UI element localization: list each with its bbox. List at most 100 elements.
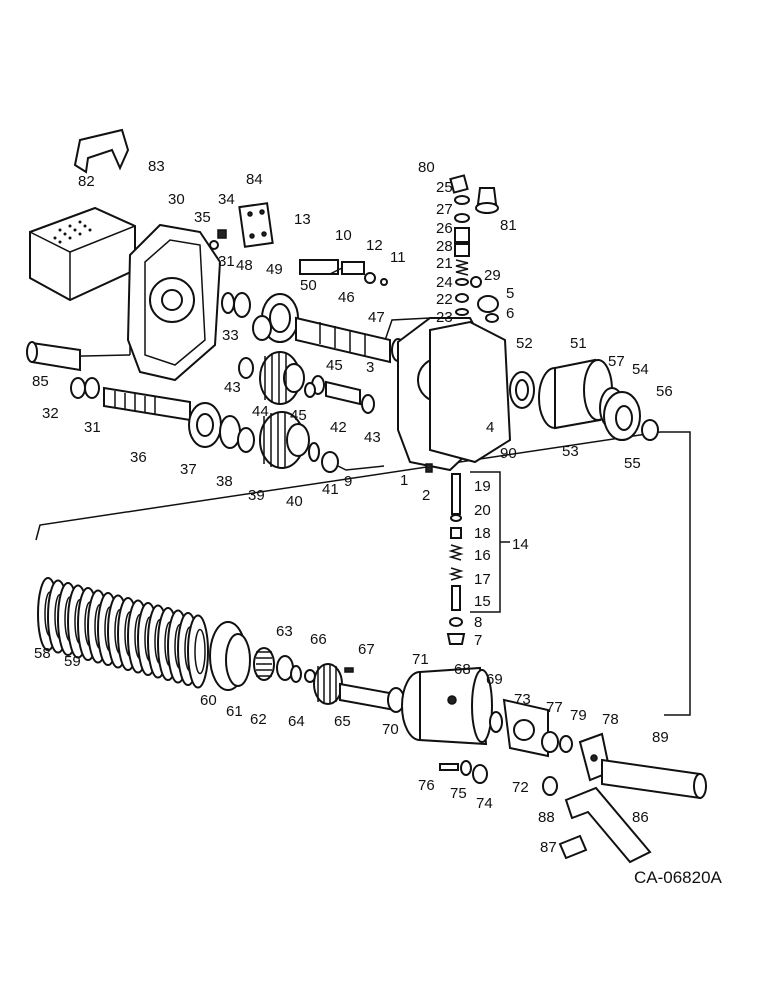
- nut-74: [472, 764, 488, 784]
- callout-75: 75: [450, 785, 467, 802]
- callout-55: 55: [624, 455, 641, 472]
- snap-ring-38: [219, 415, 241, 449]
- bearing-77: [541, 731, 559, 753]
- tube-86: [564, 786, 652, 864]
- callout-5: 5: [506, 285, 514, 302]
- clutch-disc-bore: [194, 628, 206, 675]
- callout-71: 71: [412, 651, 429, 668]
- callout-59: 59: [64, 653, 81, 670]
- callout-36: 36: [130, 449, 147, 466]
- callout-40: 40: [286, 493, 303, 510]
- callout-31-lower: 31: [84, 419, 101, 436]
- gasket-90: [429, 320, 512, 464]
- callout-39: 39: [248, 487, 265, 504]
- callout-53: 53: [562, 443, 579, 460]
- snap-ring-41: [308, 442, 320, 462]
- callout-86: 86: [632, 809, 649, 826]
- callout-44: 44: [252, 403, 269, 420]
- callout-57: 57: [608, 353, 625, 370]
- callout-37: 37: [180, 461, 197, 478]
- callout-13: 13: [294, 211, 311, 228]
- callout-20: 20: [474, 502, 491, 519]
- gear-40: [259, 411, 310, 469]
- shaft-42: [325, 380, 361, 406]
- callout-60: 60: [200, 692, 217, 709]
- callout-73: 73: [514, 691, 531, 708]
- spring-plate-61: [225, 633, 251, 687]
- callout-29: 29: [484, 267, 501, 284]
- callout-35: 35: [194, 209, 211, 226]
- sleeve-85: [26, 341, 81, 372]
- washer-32: [70, 377, 86, 399]
- callout-21: 21: [436, 255, 453, 272]
- callout-24: 24: [436, 274, 453, 291]
- plug-2: [425, 463, 433, 473]
- spring-13: [299, 258, 339, 275]
- clamp-87: [558, 834, 588, 860]
- callout-68: 68: [454, 661, 471, 678]
- callout-42: 42: [330, 419, 347, 436]
- spacer-43-right: [361, 394, 375, 414]
- snap-ring-56: [641, 419, 659, 441]
- callout-49: 49: [266, 261, 283, 278]
- callout-8: 8: [474, 614, 482, 631]
- spacer-43-left: [238, 357, 254, 379]
- washer-88: [542, 776, 558, 796]
- callout-30: 30: [168, 191, 185, 208]
- spring-62: [253, 647, 275, 681]
- perforated-shield-82: [29, 206, 136, 302]
- callout-28: 28: [436, 238, 453, 255]
- pto-shaft-89: [601, 758, 707, 800]
- callout-47: 47: [368, 309, 385, 326]
- fitting-81: [475, 187, 499, 214]
- ring-31-lower: [84, 377, 100, 399]
- clutch-pack-58-59: [37, 577, 209, 689]
- callout-38: 38: [216, 473, 233, 490]
- callout-56: 56: [656, 383, 673, 400]
- spacer-39: [237, 427, 255, 453]
- hub-shaft-65: [313, 663, 396, 712]
- drum-51: [538, 358, 613, 430]
- callout-46: 46: [338, 289, 355, 306]
- callout-82: 82: [78, 173, 95, 190]
- gear-44: [259, 351, 305, 405]
- callout-76: 76: [418, 777, 435, 794]
- callout-31-upper: 31: [218, 253, 235, 270]
- o-ring-6: [485, 313, 499, 323]
- callout-14: 14: [512, 536, 529, 553]
- callout-61: 61: [226, 703, 243, 720]
- callout-64: 64: [288, 713, 305, 730]
- callout-45-upper: 45: [326, 357, 343, 374]
- callout-84: 84: [246, 171, 263, 188]
- input-shaft-36: [103, 386, 191, 422]
- callout-12: 12: [366, 237, 383, 254]
- callout-66: 66: [310, 631, 327, 648]
- o-ring-12: [364, 272, 376, 284]
- callout-2: 2: [422, 487, 430, 504]
- shield-bracket-83: [73, 128, 130, 174]
- callout-1: 1: [400, 472, 408, 489]
- ring-31-upper: [221, 292, 235, 314]
- callout-27: 27: [436, 201, 453, 218]
- callout-83: 83: [148, 158, 165, 175]
- callout-67: 67: [358, 641, 375, 658]
- plug-5: [477, 295, 499, 313]
- callout-58: 58: [34, 645, 51, 662]
- callout-23: 23: [436, 309, 453, 326]
- callout-9: 9: [344, 473, 352, 490]
- case-cover-30: [126, 223, 222, 382]
- callout-89: 89: [652, 729, 669, 746]
- ball-11: [380, 278, 388, 286]
- gasket-plate-84: [238, 202, 274, 248]
- callout-85: 85: [32, 373, 49, 390]
- seal-48: [233, 292, 251, 318]
- washer-75: [460, 760, 472, 776]
- flange-73: [502, 698, 549, 758]
- callout-10: 10: [335, 227, 352, 244]
- callout-51: 51: [570, 335, 587, 352]
- callout-33: 33: [222, 327, 239, 344]
- callout-17: 17: [474, 571, 491, 588]
- callout-74: 74: [476, 795, 493, 812]
- plug-29: [470, 276, 482, 288]
